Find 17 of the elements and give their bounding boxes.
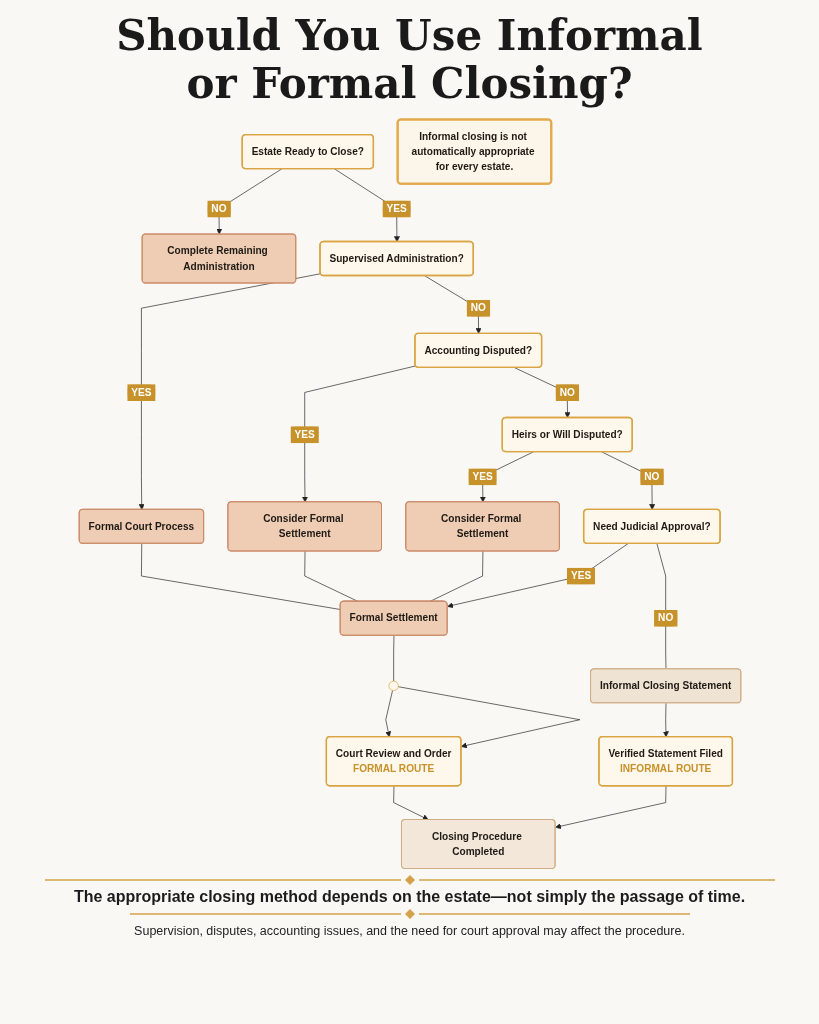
connector (303, 550, 358, 602)
edge-label: NO (210, 202, 227, 215)
edge-label: NO (559, 386, 575, 398)
edge-label: YES (570, 569, 591, 582)
edge-label: NO (657, 611, 673, 624)
connector (656, 543, 666, 670)
edge-label: YES (386, 202, 407, 215)
edge-label: YES (294, 428, 315, 440)
caption: The appropriate closing method depends on the estate—not simply the passage of time. (72, 888, 747, 906)
edge-label: NO (643, 470, 659, 482)
edge-label: NO (470, 301, 486, 314)
title: Should You Use Informal or Formal Closing? (115, 12, 704, 108)
connector (429, 550, 483, 602)
note-text: Supervision, disputes, accounting issues, and the need for court approval may affect the procedure. (133, 924, 686, 938)
node-circle (388, 680, 399, 691)
edge-label: YES (130, 386, 152, 398)
edge-label: YES (471, 470, 493, 482)
